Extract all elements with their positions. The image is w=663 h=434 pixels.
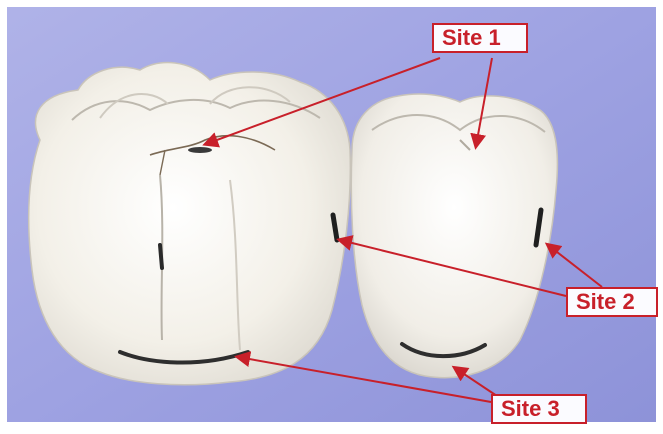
site-2-label: Site 2 [566, 287, 658, 317]
molar-crown [29, 63, 351, 385]
site-3-label: Site 3 [491, 394, 587, 424]
site-1-label: Site 1 [432, 23, 528, 53]
